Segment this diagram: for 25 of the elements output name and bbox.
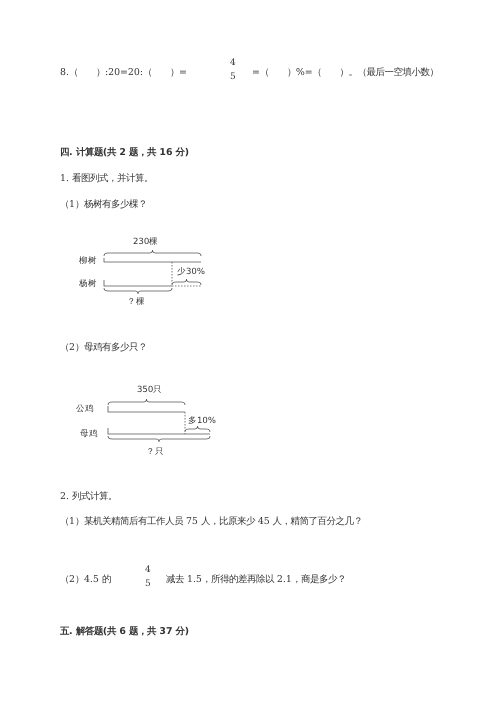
question-text: 减去 1.5，所得的差再除以 2.1，商是多少？ bbox=[166, 573, 346, 587]
fraction-denominator: 5 bbox=[230, 72, 236, 82]
question-text: （2）4.5 的 bbox=[60, 573, 111, 587]
section-heading: 五. 解答题(共 6 题，共 37 分) bbox=[60, 625, 190, 639]
question-text: 8.（ ）:20=20:（ ）= bbox=[60, 66, 187, 80]
fraction-denominator: 5 bbox=[145, 579, 151, 589]
quantity-label: ？只 bbox=[146, 447, 164, 457]
percent-label: 多10% bbox=[188, 416, 216, 426]
question-text: =（ ）%=（ ）。（最后一空填小数） bbox=[252, 66, 440, 80]
question-text: （1）某机关精简后有工作人员 75 人，比原来少 45 人，精简了百分之几？ bbox=[60, 515, 363, 529]
question-text: （1）杨树有多少棵？ bbox=[60, 198, 147, 212]
section-heading: 四. 计算题(共 2 题，共 16 分) bbox=[60, 146, 190, 160]
row-label: 柳树 bbox=[79, 256, 97, 266]
percent-label: 少30% bbox=[177, 267, 205, 277]
row-label: 杨树 bbox=[79, 279, 97, 289]
row-label: 公鸡 bbox=[76, 404, 94, 414]
quantity-label: 350只 bbox=[137, 385, 162, 395]
question-text: 2. 列式计算。 bbox=[60, 490, 117, 504]
fraction-numerator: 4 bbox=[145, 565, 151, 575]
fraction-numerator: 4 bbox=[230, 58, 236, 68]
row-label: 母鸡 bbox=[80, 429, 98, 439]
question-text: （2）母鸡有多少只？ bbox=[60, 341, 147, 355]
quantity-label: 230棵 bbox=[133, 237, 158, 247]
quantity-label: ？棵 bbox=[127, 297, 145, 307]
question-text: 1. 看图列式，并计算。 bbox=[60, 172, 153, 186]
